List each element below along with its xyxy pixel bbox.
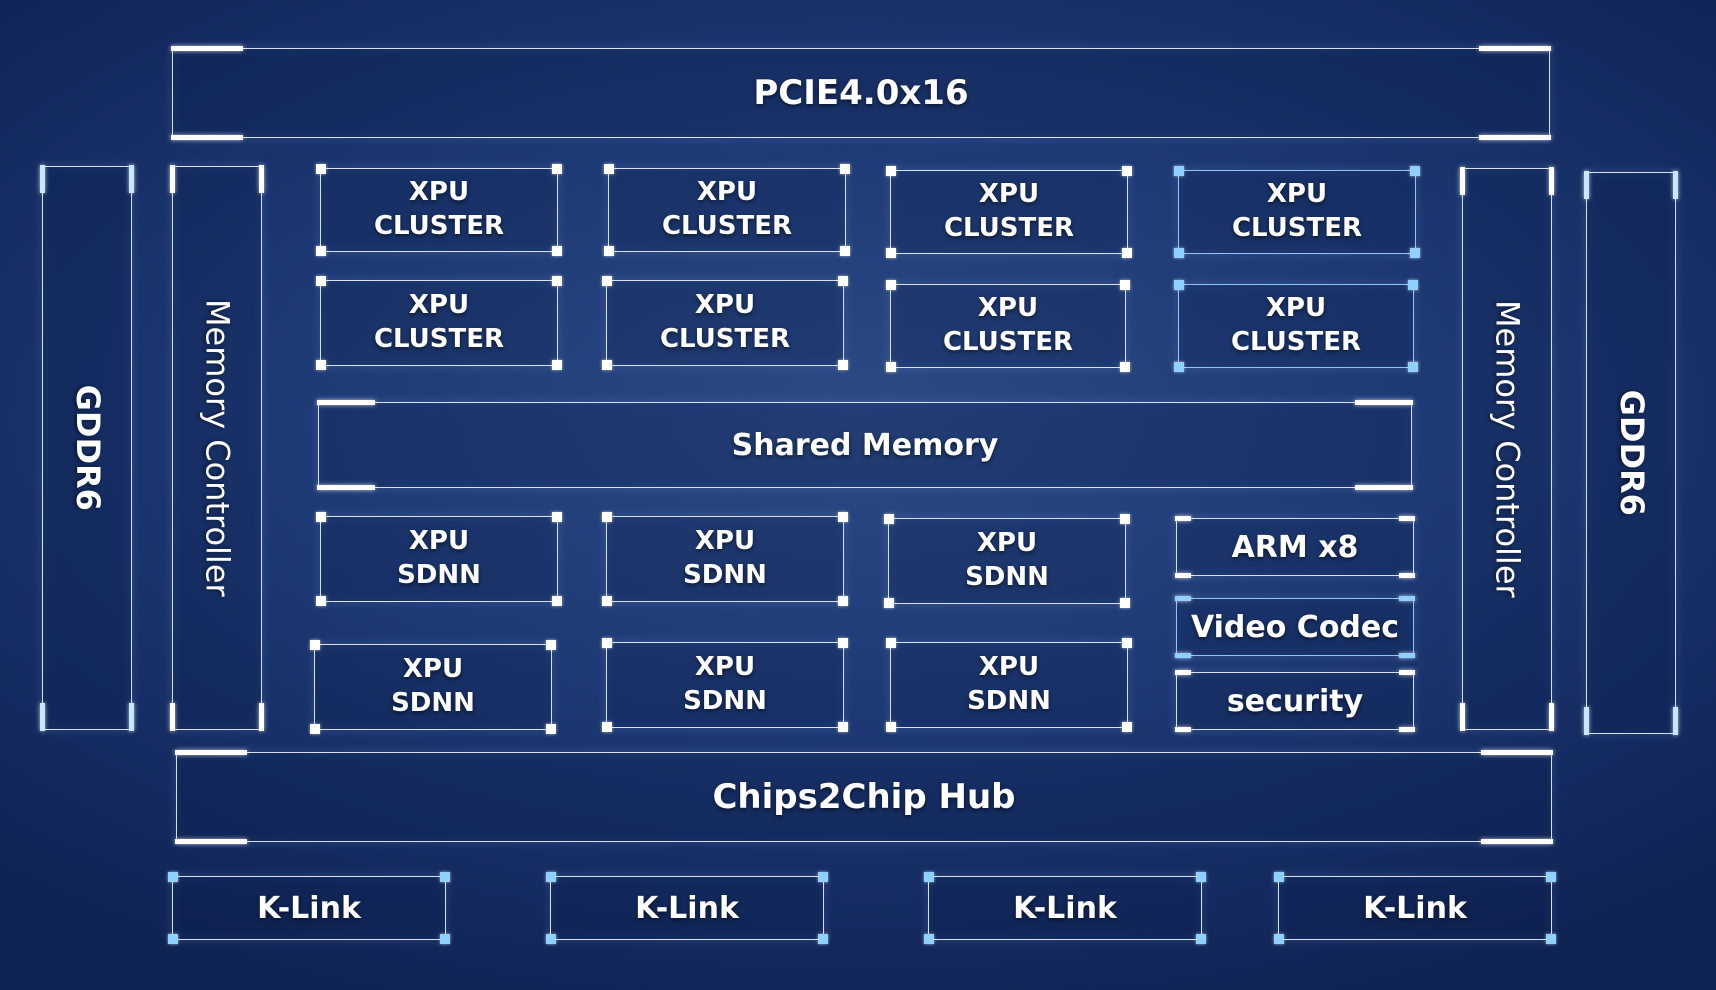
security-label: security	[1226, 683, 1364, 719]
k-link-label: K-Link	[1013, 890, 1117, 926]
xpu-cluster-line2: CLUSTER	[661, 211, 793, 241]
xpu-sdnn-line1: XPU	[694, 526, 756, 557]
pcie-block: PCIE4.0x16	[171, 46, 1551, 140]
k-link-block: K-Link	[168, 872, 450, 944]
k-link-label: K-Link	[635, 890, 739, 926]
xpu-sdnn-line2: SDNN	[391, 688, 475, 718]
shared-memory-block: Shared Memory	[317, 400, 1413, 490]
video-codec-block: Video Codec	[1175, 596, 1415, 658]
xpu-sdnn-line2: SDNN	[967, 686, 1051, 716]
xpu-cluster-line2: CLUSTER	[1230, 327, 1362, 357]
xpu-cluster-line1: XPU	[978, 179, 1040, 210]
memory-controller-left-block: Memory Controller	[170, 165, 264, 731]
k-link-block: K-Link	[1274, 872, 1556, 944]
xpu-cluster-line2: CLUSTER	[373, 211, 505, 241]
xpu-cluster-line1: XPU	[1266, 179, 1328, 210]
xpu-sdnn-line2: SDNN	[965, 562, 1049, 592]
xpu-cluster-line2: CLUSTER	[1231, 213, 1363, 243]
xpu-cluster-line1: XPU	[408, 177, 470, 208]
k-link-block: K-Link	[924, 872, 1206, 944]
gddr6-right-block: GDDR6	[1584, 171, 1678, 735]
shared-memory-label: Shared Memory	[731, 427, 999, 463]
gddr6-left-block: GDDR6	[40, 165, 134, 731]
arm-label: ARM x8	[1231, 529, 1359, 565]
xpu-cluster-line2: CLUSTER	[373, 324, 505, 354]
xpu-cluster-line2: CLUSTER	[659, 324, 791, 354]
xpu-sdnn-line1: XPU	[408, 526, 470, 557]
xpu-sdnn-line2: SDNN	[397, 560, 481, 590]
chips2chip-hub-block: Chips2Chip Hub	[175, 750, 1553, 844]
k-link-label: K-Link	[1363, 890, 1467, 926]
xpu-sdnn-line1: XPU	[694, 652, 756, 683]
k-link-block: K-Link	[546, 872, 828, 944]
arm-block: ARM x8	[1175, 516, 1415, 578]
xpu-sdnn-line1: XPU	[402, 654, 464, 685]
xpu-cluster-line1: XPU	[696, 177, 758, 208]
security-block: security	[1175, 670, 1415, 732]
xpu-cluster-line2: CLUSTER	[942, 327, 1074, 357]
xpu-sdnn-line1: XPU	[978, 652, 1040, 683]
xpu-sdnn-line2: SDNN	[683, 560, 767, 590]
k-link-label: K-Link	[257, 890, 361, 926]
xpu-cluster-line1: XPU	[408, 290, 470, 321]
chips2chip-hub-label: Chips2Chip Hub	[712, 776, 1016, 817]
xpu-cluster-line1: XPU	[1265, 293, 1327, 324]
xpu-cluster-line1: XPU	[977, 293, 1039, 324]
memory-controller-left-label: Memory Controller	[198, 299, 237, 597]
gddr6-left-label: GDDR6	[68, 384, 107, 512]
gddr6-right-label: GDDR6	[1612, 389, 1651, 517]
memory-controller-right-block: Memory Controller	[1460, 167, 1554, 731]
xpu-sdnn-line1: XPU	[976, 528, 1038, 559]
xpu-sdnn-line2: SDNN	[683, 686, 767, 716]
video-codec-label: Video Codec	[1190, 609, 1400, 645]
memory-controller-right-label: Memory Controller	[1488, 300, 1527, 598]
xpu-cluster-line1: XPU	[694, 290, 756, 321]
pcie-label: PCIE4.0x16	[753, 72, 969, 113]
xpu-cluster-line2: CLUSTER	[943, 213, 1075, 243]
